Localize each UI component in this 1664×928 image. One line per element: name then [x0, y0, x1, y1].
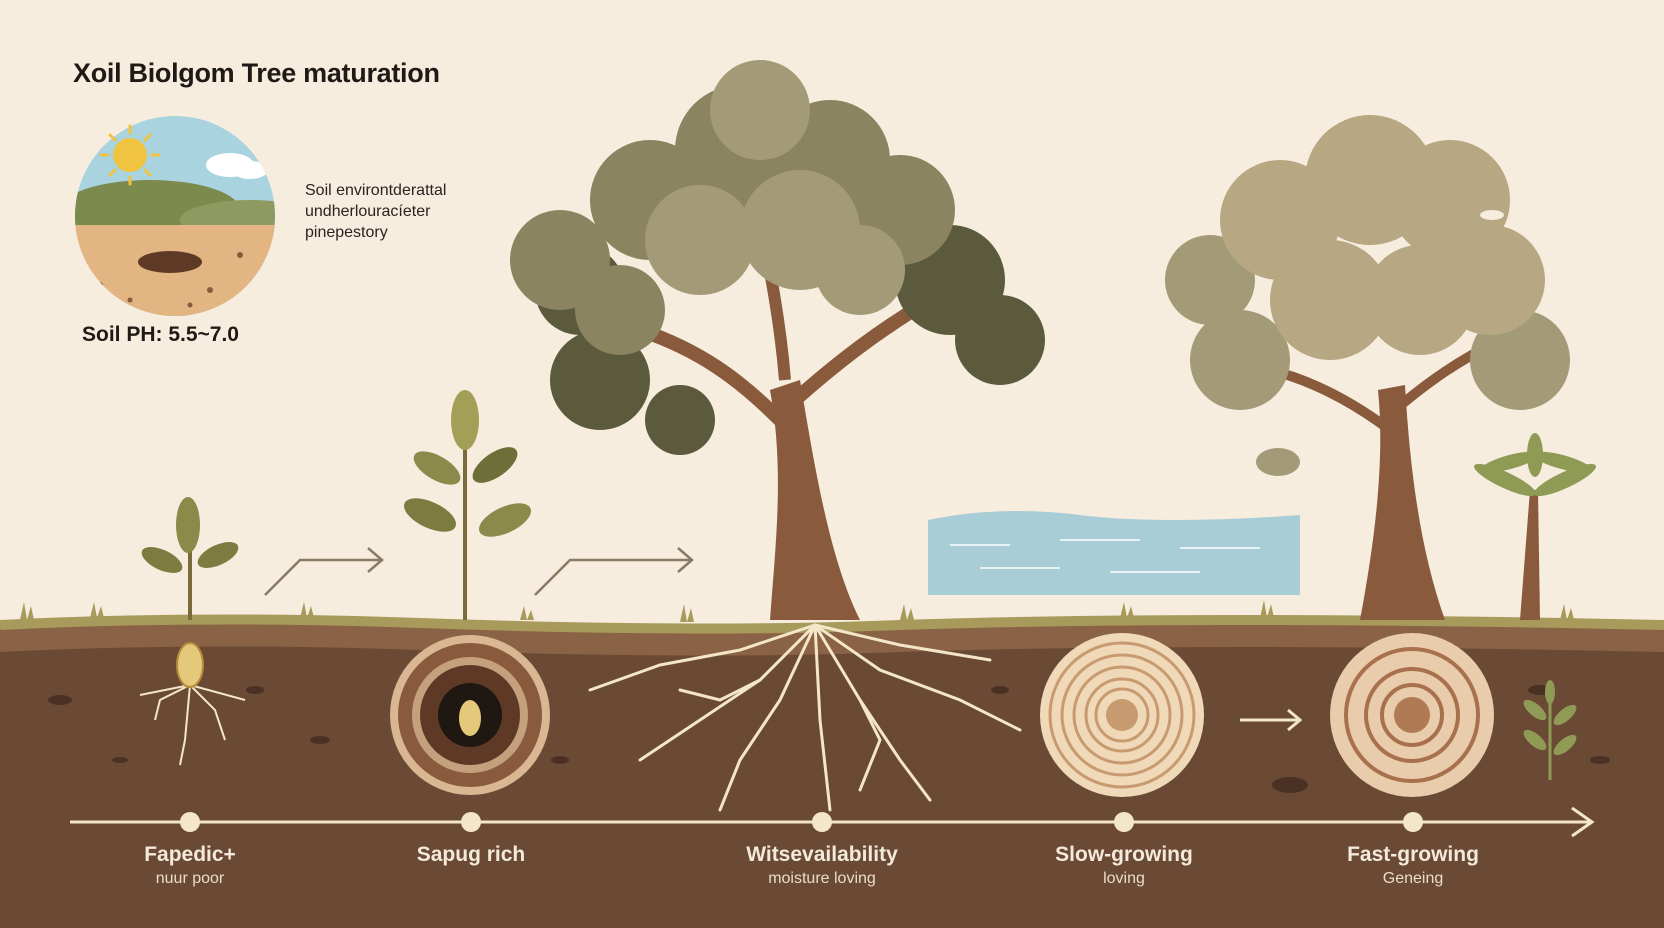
seed-icon: [139, 642, 246, 766]
description: Soil environtderattal undherlouracíeter …: [305, 180, 446, 243]
arrow-right-icon: [1240, 708, 1303, 732]
description-line: pinepestory: [305, 224, 388, 241]
grass-tufts: [20, 600, 1574, 622]
description-line: undherlouracíeter: [305, 203, 431, 220]
timeline-dot: [1114, 812, 1134, 832]
stage-label: Slow-growing: [1055, 843, 1193, 866]
palm-tree-icon: [1474, 433, 1596, 620]
small-plant-icon: [1523, 680, 1577, 780]
mature-tree-icon: [510, 60, 1045, 620]
stage-label: Fast-growing: [1347, 843, 1479, 866]
soil-ph-label: Soil PH: 5.5~7.0: [82, 323, 239, 346]
description-line: Soil environtderattal: [305, 182, 447, 199]
stage-sublabel: nuur poor: [155, 870, 225, 887]
timeline: [70, 806, 1595, 838]
stage-label: Sapug rich: [416, 843, 526, 866]
fast-growth-ring-icon: [1330, 633, 1494, 797]
arrow-icon: [264, 547, 694, 596]
landscape-inset-icon: [75, 116, 275, 316]
water-icon: [928, 511, 1300, 595]
fast-growing-tree-icon: [1165, 115, 1570, 620]
seed-ring-icon: [390, 635, 550, 795]
grass-line: [0, 614, 1664, 634]
timeline-dot: [180, 812, 200, 832]
stage-label: Fapedic+: [144, 843, 236, 866]
page-title: Xoil Biolgom Tree maturation: [73, 58, 440, 88]
stage-sublabel: moisture loving: [768, 870, 876, 887]
seedling-icon: [141, 497, 239, 620]
stage-sublabel: loving: [1103, 870, 1145, 887]
timeline-dot: [461, 812, 481, 832]
sapling-icon: [404, 390, 531, 620]
slow-growth-ring-icon: [1040, 633, 1204, 797]
stage-label: Witsevailability: [746, 843, 898, 866]
stage-sublabel: Geneing: [1382, 870, 1444, 887]
timeline-dot: [812, 812, 832, 832]
timeline-dot: [1403, 812, 1423, 832]
root-system-icon: [588, 623, 1022, 812]
sun-icon: [99, 124, 161, 186]
